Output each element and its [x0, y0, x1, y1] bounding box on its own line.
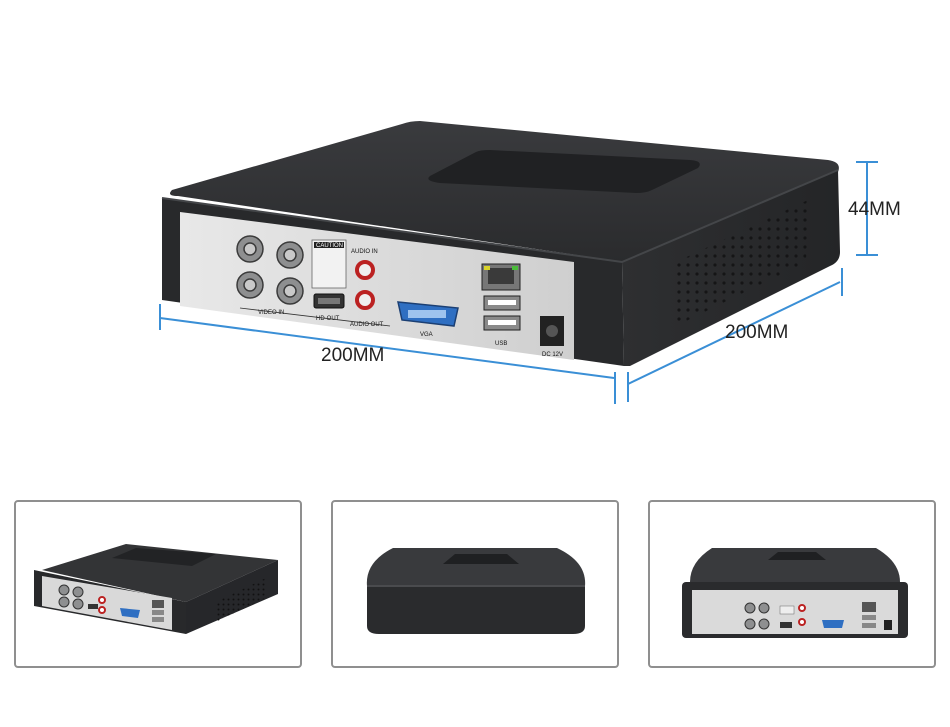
main-product-view: CAUTION VIDEO IN HD-OUT AUDIO IN AUDIO O… [159, 121, 901, 404]
label-dc: DC 12V [542, 352, 563, 358]
label-usb: USB [495, 341, 507, 347]
audio-in-port [355, 260, 375, 280]
dimension-height-label: 44MM [848, 199, 901, 220]
dimension-depth-label: 200MM [725, 322, 789, 343]
label-vga: VGA [420, 332, 433, 338]
top-recess [428, 150, 700, 193]
caution-text: CAUTION [316, 243, 343, 249]
label-video-in: VIDEO IN [258, 310, 284, 316]
dvr-illustration: CAUTION VIDEO IN HD-OUT AUDIO IN AUDIO O… [159, 121, 878, 404]
label-hd-out: HD-OUT [316, 316, 340, 322]
dimension-lines [159, 161, 878, 404]
audio-out-port [355, 290, 375, 310]
label-audio-in: AUDIO IN [351, 249, 378, 255]
case-top [170, 121, 839, 262]
side-vent [676, 200, 808, 326]
dimension-width-label: 200MM [321, 345, 385, 366]
bnc-connectors [236, 235, 304, 305]
label-audio-out: AUDIO OUT [350, 322, 384, 328]
thumbnail-rear[interactable] [648, 500, 936, 668]
thumbnail-angled-rear[interactable] [14, 500, 302, 668]
thumbnail-angled-top[interactable] [331, 500, 619, 668]
